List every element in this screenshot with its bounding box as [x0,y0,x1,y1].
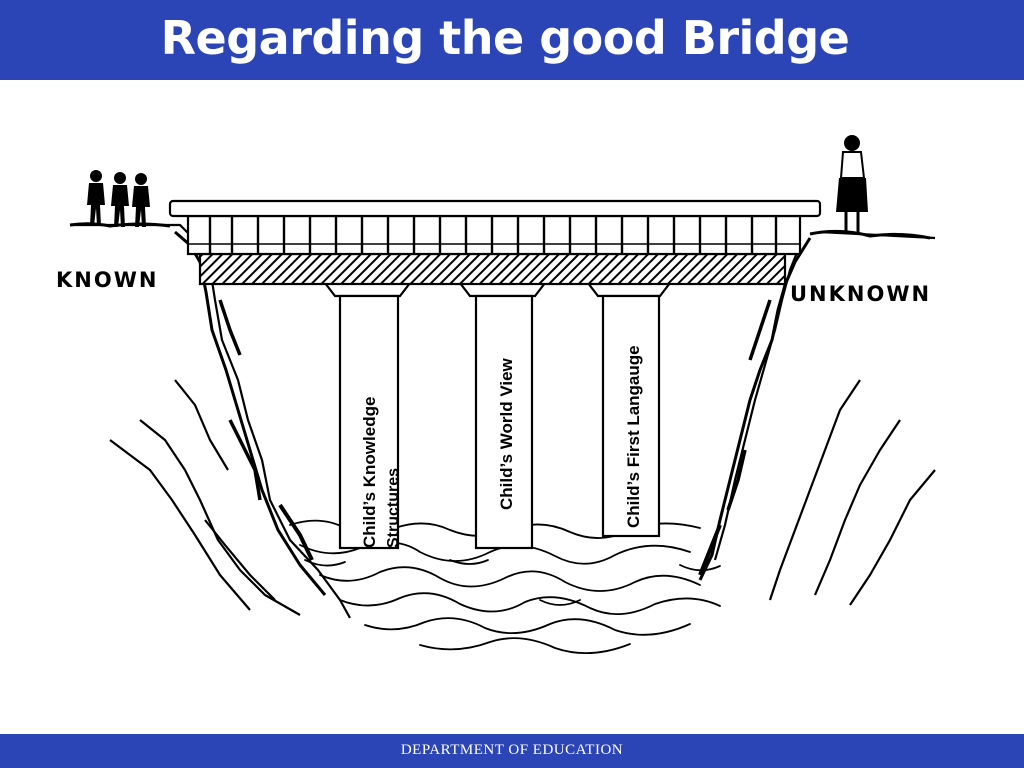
footer-banner [0,734,1024,768]
children-figures [87,170,150,227]
slide-title: Regarding the good Bridge [160,11,850,65]
pillar-label-first-language: Child’s First Langauge [624,345,643,528]
pillar-label-knowledge: Child’s Knowledge [360,396,379,548]
known-label: KNOWN [56,268,159,292]
pillar-label-knowledge-structures: Structures [385,467,402,548]
pillar-label-world-view: Child’s World View [497,358,516,510]
bridge-railing [188,216,800,254]
title-banner [0,0,1024,80]
unknown-label: UNKNOWN [790,282,932,306]
bridge-deck [168,199,822,286]
footer-text: DEPARTMENT OF EDUCATION [400,742,624,758]
pillars [322,281,673,550]
woman-figure [836,135,868,233]
bridge-illustration [69,135,936,655]
right-cliff [698,229,936,606]
